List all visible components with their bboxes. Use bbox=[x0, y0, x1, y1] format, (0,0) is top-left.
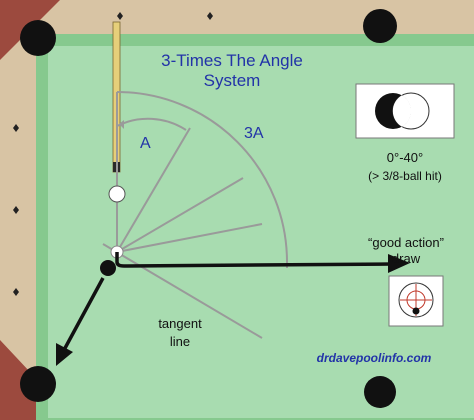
tangent-label-line-2: line bbox=[170, 334, 190, 349]
cue-ball-draw-path bbox=[115, 252, 393, 268]
tip-contact-point bbox=[412, 307, 420, 315]
object-ball-path bbox=[62, 277, 105, 351]
action-label-line-1: “good action” bbox=[368, 235, 444, 250]
arc-a bbox=[116, 117, 187, 131]
label-a: A bbox=[140, 135, 151, 152]
tangent-line bbox=[102, 243, 263, 339]
guide-line-1 bbox=[116, 127, 191, 253]
tangent-label-line-1: tangent bbox=[158, 316, 202, 331]
website-credit: drdavepoolinfo.com bbox=[317, 351, 432, 365]
object-ball bbox=[100, 260, 116, 276]
diamond-icon bbox=[207, 12, 213, 20]
object-ball-path-arrowhead bbox=[56, 343, 73, 366]
ball-overlap-box bbox=[355, 83, 455, 139]
action-label-line-2: draw bbox=[392, 251, 421, 266]
overlap-lens-icon bbox=[392, 95, 412, 127]
draw-path-arrowhead bbox=[388, 254, 410, 273]
cut-range-sub: (> 3/8-ball hit) bbox=[368, 169, 442, 183]
diamond-icon bbox=[13, 124, 19, 132]
ball-overlap-icon bbox=[375, 92, 430, 130]
pocket-bottom-left bbox=[20, 366, 56, 402]
diamonds-left bbox=[13, 124, 19, 296]
pocket-top-side bbox=[363, 9, 397, 43]
cue-tip-target-icon bbox=[398, 282, 434, 318]
guide-line-3 bbox=[116, 223, 263, 253]
diamonds-top bbox=[117, 12, 213, 20]
label-3a: 3A bbox=[244, 125, 264, 142]
diagram-title-line-1: 3-Times The Angle bbox=[161, 51, 303, 70]
pocket-top-left bbox=[20, 20, 56, 56]
cut-range-main: 0°-40° bbox=[387, 150, 423, 165]
arc-3a bbox=[116, 91, 288, 263]
diagram-title-line-2: System bbox=[204, 71, 261, 90]
arc-a-arrowhead bbox=[119, 120, 124, 129]
diamond-icon bbox=[117, 12, 123, 20]
pocket-bottom-side bbox=[364, 376, 396, 408]
angle-guides bbox=[102, 92, 263, 339]
cue-ball bbox=[108, 185, 126, 203]
diamond-icon bbox=[13, 288, 19, 296]
guide-line-2 bbox=[116, 177, 244, 253]
diamond-icon bbox=[13, 206, 19, 214]
rail-corner-bottom-left bbox=[0, 320, 75, 420]
